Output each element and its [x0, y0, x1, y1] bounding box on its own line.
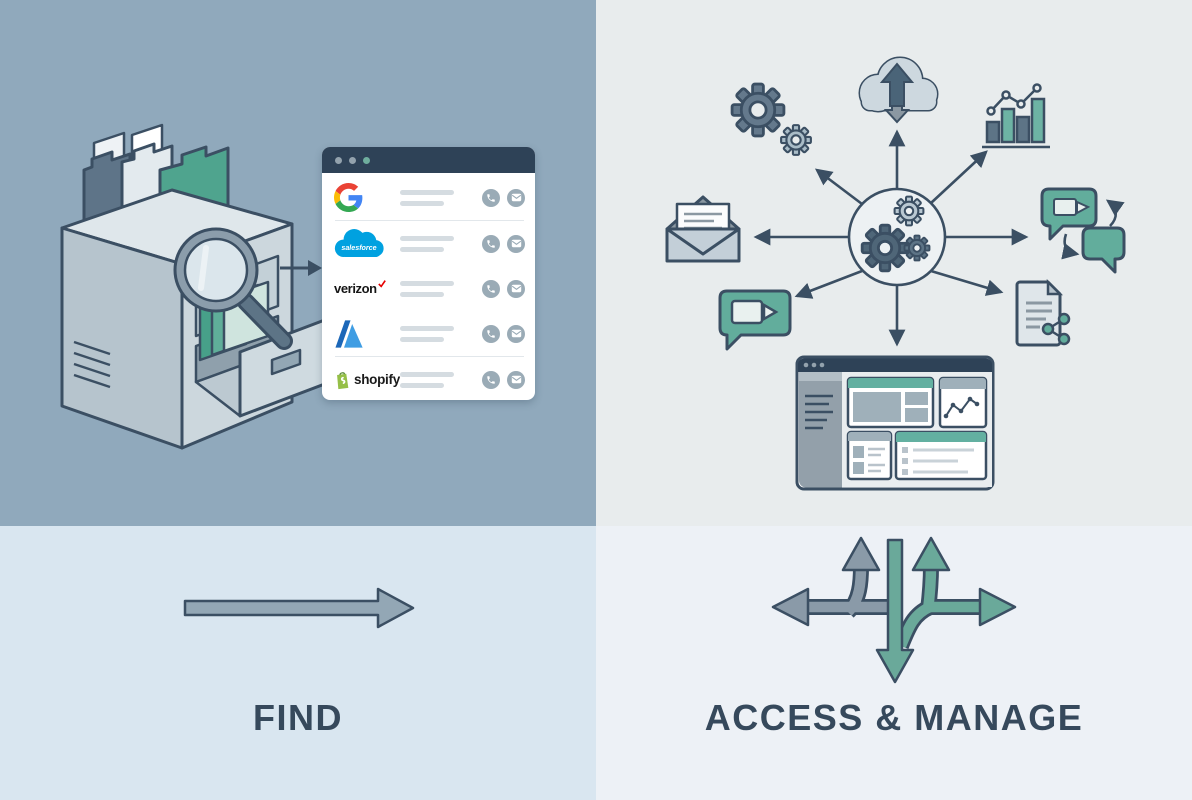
svg-text:salesforce: salesforce: [341, 244, 376, 252]
placeholder-text-lines: [400, 235, 482, 252]
find-label-background: [0, 526, 596, 800]
contact-row-google: [334, 175, 525, 220]
placeholder-text-lines: [400, 371, 482, 388]
salesforce-cloud-icon: salesforce: [334, 225, 400, 262]
cabinet-to-window-arrow: [280, 260, 322, 276]
find-arrow-icon: [183, 587, 415, 629]
row-divider: [335, 356, 524, 357]
teal-branch-arrows: [893, 536, 1017, 649]
cloud-sync-icon: [858, 56, 939, 124]
contact-row-shopify: shopify: [334, 357, 525, 402]
mail-icon: [507, 279, 525, 298]
access-manage-label: ACCESS & MANAGE: [704, 697, 1084, 738]
window-dot: [335, 156, 342, 164]
hub-spoke-diagram: [665, 56, 1126, 491]
magnifier-icon: [173, 227, 293, 350]
cabinet-side: [60, 226, 184, 450]
find-label: FIND: [253, 697, 343, 738]
branching-arrows-icon: [771, 536, 1017, 684]
window-titlebar: [322, 147, 535, 173]
contact-row-verizon: verizon: [334, 266, 525, 311]
hub-center-gears-icon: [847, 187, 947, 287]
phone-icon: [482, 279, 500, 298]
phone-icon: [482, 234, 500, 253]
gears-icon: [730, 82, 812, 156]
hub-spokes: [753, 129, 1029, 347]
phone-icon: [482, 324, 500, 343]
verizon-check-icon: [377, 275, 386, 293]
bar-line-chart-icon: [982, 83, 1050, 149]
verizon-wordmark: verizon: [334, 279, 400, 298]
placeholder-text-lines: [400, 189, 482, 206]
placeholder-text-lines: [400, 325, 482, 342]
window-dot: [363, 156, 370, 164]
row-divider: [335, 220, 524, 221]
contact-list-window: salesforce verizon: [322, 147, 535, 400]
phone-icon: [482, 188, 500, 207]
video-message-icon: [718, 289, 792, 351]
google-g-icon: [334, 183, 400, 212]
gray-branch-arrows: [771, 536, 890, 627]
document-share-icon: [1015, 278, 1071, 347]
contact-row-salesforce: salesforce: [334, 221, 525, 266]
window-dot: [349, 156, 356, 164]
mail-icon: [507, 234, 525, 253]
phone-icon: [482, 370, 500, 389]
drawer-handle: [270, 348, 302, 376]
cabinet-vents: [73, 340, 111, 389]
azure-a-icon: [334, 319, 400, 348]
teal-down-arrow: [875, 538, 915, 684]
placeholder-text-lines: [400, 280, 482, 297]
video-chat-exchange-icon: [1040, 187, 1126, 274]
mail-icon: [507, 370, 525, 389]
mail-icon: [507, 188, 525, 207]
file-cabinet-illustration: [60, 123, 332, 450]
shopify-bag-icon: shopify: [334, 370, 400, 390]
mail-icon: [507, 324, 525, 343]
contact-row-azure: [334, 311, 525, 356]
dashboard-window-icon: [795, 355, 995, 491]
open-envelope-icon: [665, 195, 741, 263]
